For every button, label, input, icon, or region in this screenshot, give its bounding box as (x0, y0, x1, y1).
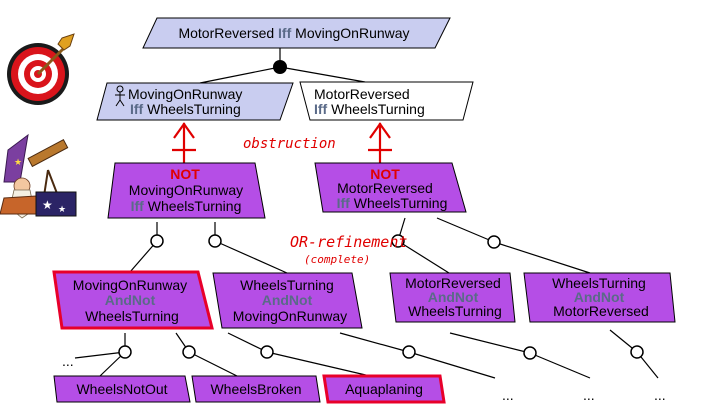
subobstacle-4-line1: WheelsTurning (552, 275, 646, 291)
obstacle-left-keyword: Iff (131, 198, 145, 214)
or-refinement-node (150, 234, 164, 248)
obstacle-right-keyword: Iff (337, 195, 351, 211)
svg-text:Iff WheelsTurning: Iff WheelsTurning (314, 101, 425, 117)
subobstacle-motor-andnot-wheels: MotorReversed AndNot WheelsTurning (389, 272, 516, 323)
subobstacle-1-line1: MovingOnRunway (73, 277, 187, 293)
root-goal-keyword: Iff (278, 25, 292, 41)
root-goal: MotorReversed Iff MovingOnRunway (142, 17, 451, 49)
subobstacle-moving-andnot-wheels: MovingOnRunway AndNot WheelsTurning (52, 270, 214, 330)
obstacle-right-not: NOT (370, 166, 400, 182)
svg-text:Iff WheelsTurning: Iff WheelsTurning (131, 198, 242, 214)
goal-left-line2: WheelsTurning (147, 101, 241, 117)
obstacle-not-motor-iff-wheels: NOT MotorReversed Iff WheelsTurning (314, 162, 467, 213)
svg-text:★: ★ (58, 204, 66, 214)
subobstacle-4-keyword: AndNot (574, 289, 625, 305)
svg-text:Iff WheelsTurning: Iff WheelsTurning (337, 195, 448, 211)
subobstacle-1-keyword: AndNot (105, 292, 156, 308)
obstruction-arrow-left (172, 122, 196, 165)
goal-right-keyword: Iff (314, 101, 328, 117)
ellipsis: ... (62, 353, 74, 369)
subobstacle-2-keyword: AndNot (262, 292, 313, 308)
subobstacle-2-line3: MovingOnRunway (233, 308, 347, 324)
leaf-aquaplaning: Aquaplaning (322, 374, 446, 404)
target-icon (7, 33, 75, 105)
goal-left-keyword: Iff (130, 101, 144, 117)
ellipsis: ... (654, 387, 666, 403)
or-refinement-node (487, 235, 501, 249)
goal-motor-iff-wheels: MotorReversed Iff WheelsTurning (299, 81, 474, 121)
obstacle-right-line3: WheelsTurning (354, 195, 448, 211)
agent-stick-figure-icon (115, 85, 125, 107)
leaf-2-label: WheelsBroken (210, 381, 301, 397)
or-refinement-label: OR-refinement (290, 233, 407, 251)
goal-right-line1: MotorReversed (314, 86, 410, 102)
svg-text:MotorReversed Iff MovingOnRunw: MotorReversed Iff MovingOnRunway (178, 25, 409, 41)
subobstacle-wheels-andnot-motor: WheelsTurning AndNot MotorReversed (523, 272, 676, 323)
obstacle-left-line3: WheelsTurning (148, 198, 242, 214)
subobstacle-2-line1: WheelsTurning (240, 277, 334, 293)
or-refinement-node (402, 345, 416, 359)
or-refinement-node (260, 345, 274, 359)
subobstacle-4-line3: MotorReversed (553, 303, 649, 319)
obstacle-left-not: NOT (170, 166, 200, 182)
subobstacle-3-keyword: AndNot (428, 289, 479, 305)
subobstacle-3-line1: MotorReversed (405, 275, 501, 291)
leaf-1-label: WheelsNotOut (76, 381, 167, 397)
root-goal-text-2: MovingOnRunway (291, 25, 409, 41)
obstacle-right-line2: MotorReversed (337, 180, 433, 196)
leaf-wheels-broken: WheelsBroken (191, 375, 321, 403)
and-refinement-node (273, 60, 287, 74)
wizard-icon: ★ ★ ★ (0, 133, 77, 219)
or-refinement-node (630, 345, 644, 359)
leaf-wheels-not-out: WheelsNotOut (53, 375, 191, 403)
goal-moving-iff-wheels: MovingOnRunway Iff WheelsTurning (96, 82, 294, 121)
or-refinement-node (391, 234, 405, 248)
ellipsis: ... (502, 387, 514, 403)
or-refinement-node (523, 346, 537, 360)
goal-left-line1: MovingOnRunway (128, 86, 242, 102)
subobstacle-wheels-andnot-moving: WheelsTurning AndNot MovingOnRunway (212, 272, 363, 329)
complete-label: (complete) (304, 253, 370, 266)
obstacle-left-line2: MovingOnRunway (129, 182, 243, 198)
svg-text:Iff WheelsTurning: Iff WheelsTurning (130, 101, 241, 117)
or-refinement-node (118, 345, 132, 359)
obstruction-arrow-right (368, 122, 392, 165)
subobstacle-1-line3: WheelsTurning (85, 308, 179, 324)
leaf-3-label: Aquaplaning (345, 381, 423, 397)
svg-text:★: ★ (42, 198, 53, 212)
or-refinement-node (208, 234, 222, 248)
goal-right-line2: WheelsTurning (331, 101, 425, 117)
ellipsis: ... (583, 387, 595, 403)
svg-text:★: ★ (14, 157, 22, 167)
root-goal-text-1: MotorReversed (178, 25, 278, 41)
obstruction-label: obstruction (243, 136, 336, 152)
obstacle-not-moving-iff-wheels: NOT MovingOnRunway Iff WheelsTurning (107, 162, 266, 219)
or-refinement-node (182, 345, 196, 359)
subobstacle-3-line3: WheelsTurning (408, 303, 502, 319)
